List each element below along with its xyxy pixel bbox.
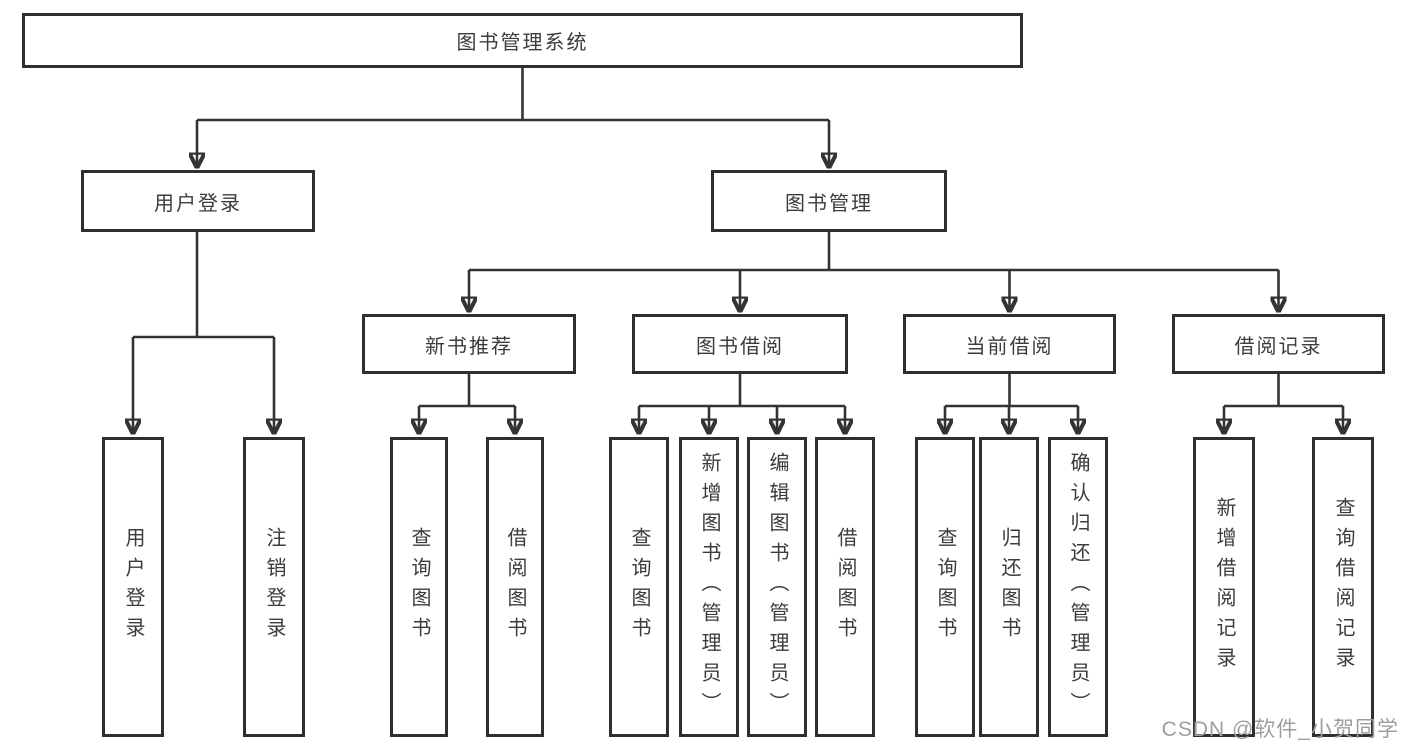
node-book-management: 图书管理 <box>711 170 947 232</box>
node-label: 查询图书 <box>934 527 956 647</box>
leaf-query-books: 查询图书 <box>390 437 448 737</box>
node-label: 图书管理 <box>785 192 873 215</box>
node-book-borrow: 图书借阅 <box>632 314 848 374</box>
leaf-return-books: 归还图书 <box>979 437 1039 737</box>
node-label: 注销登录 <box>263 527 285 647</box>
connector-root-split <box>197 68 829 122</box>
node-label: 新增借阅记录 <box>1213 497 1235 677</box>
node-label: 确认归还（管理员） <box>1067 452 1089 722</box>
node-user-login: 用户登录 <box>81 170 315 232</box>
leaf-query-books: 查询图书 <box>609 437 669 737</box>
leaf-edit-books-admin: 编辑图书（管理员） <box>747 437 807 737</box>
node-label: 查询图书 <box>628 527 650 647</box>
connector-sec0-split <box>419 374 515 408</box>
connector-login-split <box>133 232 274 339</box>
connector-mgmt-split <box>469 232 1279 272</box>
node-label: 新增图书（管理员） <box>698 452 720 722</box>
leaf-confirm-return-admin: 确认归还（管理员） <box>1048 437 1108 737</box>
node-label: 图书借阅 <box>696 335 784 358</box>
leaf-query-books: 查询图书 <box>915 437 975 737</box>
connector-sec2-split <box>945 374 1078 408</box>
node-label: 查询借阅记录 <box>1332 497 1354 677</box>
node-label: 编辑图书（管理员） <box>766 452 788 722</box>
node-system-root: 图书管理系统 <box>22 13 1023 68</box>
leaf-query-borrow-record: 查询借阅记录 <box>1312 437 1374 737</box>
node-current-borrow: 当前借阅 <box>903 314 1116 374</box>
leaf-borrow-books: 借阅图书 <box>486 437 544 737</box>
leaf-user-login: 用户登录 <box>102 437 164 737</box>
node-label: 用户登录 <box>122 527 144 647</box>
node-borrow-records: 借阅记录 <box>1172 314 1385 374</box>
leaf-add-borrow-record: 新增借阅记录 <box>1193 437 1255 737</box>
leaf-borrow-books: 借阅图书 <box>815 437 875 737</box>
node-label: 归还图书 <box>998 527 1020 647</box>
node-label: 借阅图书 <box>834 527 856 647</box>
csdn-watermark: CSDN @软件_小贺同学 <box>1161 718 1399 741</box>
node-new-book-recommend: 新书推荐 <box>362 314 576 374</box>
node-label: 当前借阅 <box>965 335 1054 358</box>
node-label: 图书管理系统 <box>456 32 589 54</box>
node-label: 查询图书 <box>408 527 430 647</box>
leaf-logout: 注销登录 <box>243 437 305 737</box>
leaf-add-books-admin: 新增图书（管理员） <box>679 437 739 737</box>
node-label: 借阅记录 <box>1234 335 1323 358</box>
connector-sec3-split <box>1224 374 1343 408</box>
node-label: 借阅图书 <box>504 527 526 647</box>
connector-sec1-split <box>639 374 845 408</box>
node-label: 用户登录 <box>154 192 242 215</box>
node-label: 新书推荐 <box>425 335 513 358</box>
